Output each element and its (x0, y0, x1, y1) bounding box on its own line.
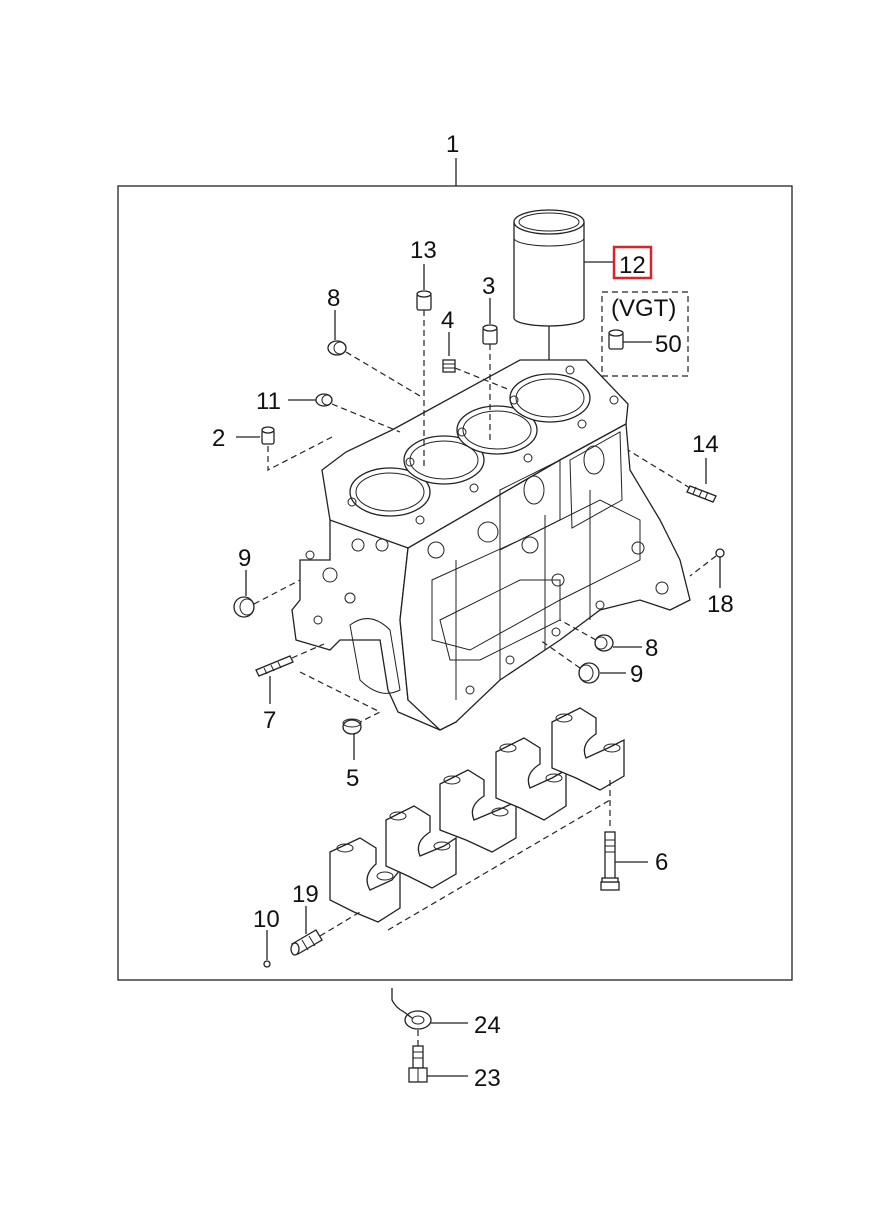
callout-9-left[interactable]: 9 (238, 545, 251, 572)
bearing-cap-3[interactable] (439, 769, 517, 853)
bearing-cap-1[interactable] (329, 837, 401, 923)
bearing-cap-5[interactable] (551, 707, 625, 791)
pin-10[interactable] (263, 960, 271, 968)
callout-50[interactable]: 50 (655, 331, 682, 358)
expansion-plug-8-top[interactable] (327, 340, 347, 356)
callout-9-right[interactable]: 9 (630, 661, 643, 688)
highlight-box-12 (612, 245, 653, 280)
vgt-box (601, 291, 689, 377)
callout-10[interactable]: 10 (253, 906, 280, 933)
callout-3[interactable]: 3 (482, 273, 495, 300)
plug-11[interactable] (315, 393, 333, 407)
callout-8-right[interactable]: 8 (645, 635, 658, 662)
callout-12[interactable]: 12 (619, 252, 646, 279)
main-bearing-bolt-6[interactable] (600, 831, 620, 891)
callout-23[interactable]: 23 (474, 1065, 501, 1092)
callout-18[interactable]: 18 (707, 591, 734, 618)
seal-ring-9-right[interactable] (578, 662, 600, 684)
stud-bolt-7[interactable] (255, 655, 294, 677)
bearing-cap-4[interactable] (495, 737, 567, 821)
callout-1[interactable]: 1 (446, 131, 459, 158)
callout-14[interactable]: 14 (692, 431, 719, 458)
callout-7[interactable]: 7 (263, 707, 276, 734)
callout-5[interactable]: 5 (346, 765, 359, 792)
cylinder-liner[interactable] (513, 209, 585, 327)
expansion-plug-8-right[interactable] (594, 634, 614, 652)
plug-5[interactable] (342, 718, 362, 735)
callout-6[interactable]: 6 (655, 849, 668, 876)
callout-4[interactable]: 4 (441, 307, 454, 334)
callout-19[interactable]: 19 (292, 881, 319, 908)
sensor-bolt-23[interactable] (408, 1045, 428, 1083)
callout-13[interactable]: 13 (410, 237, 437, 264)
callout-8-top[interactable]: 8 (327, 285, 340, 312)
knock-sensor-24[interactable] (391, 988, 432, 1030)
vgt-dowel-pin[interactable] (608, 329, 624, 350)
bolt-18[interactable] (715, 548, 725, 566)
stud-bolt-14[interactable] (686, 485, 717, 503)
dowel-pin-13[interactable] (416, 290, 432, 311)
engine-block[interactable] (291, 359, 691, 731)
seal-ring-9-left[interactable] (233, 596, 255, 618)
sleeve-19[interactable] (290, 929, 323, 956)
assembly-frame (117, 185, 793, 981)
callout-24[interactable]: 24 (474, 1012, 501, 1039)
vgt-label: (VGT) (611, 295, 676, 322)
callout-11[interactable]: 11 (256, 388, 281, 415)
plug-bolt-4[interactable] (442, 359, 456, 373)
dowel-2[interactable] (261, 426, 275, 445)
dowel-pin-3[interactable] (482, 324, 498, 345)
bearing-cap-2[interactable] (385, 805, 457, 889)
callout-2[interactable]: 2 (212, 425, 225, 452)
